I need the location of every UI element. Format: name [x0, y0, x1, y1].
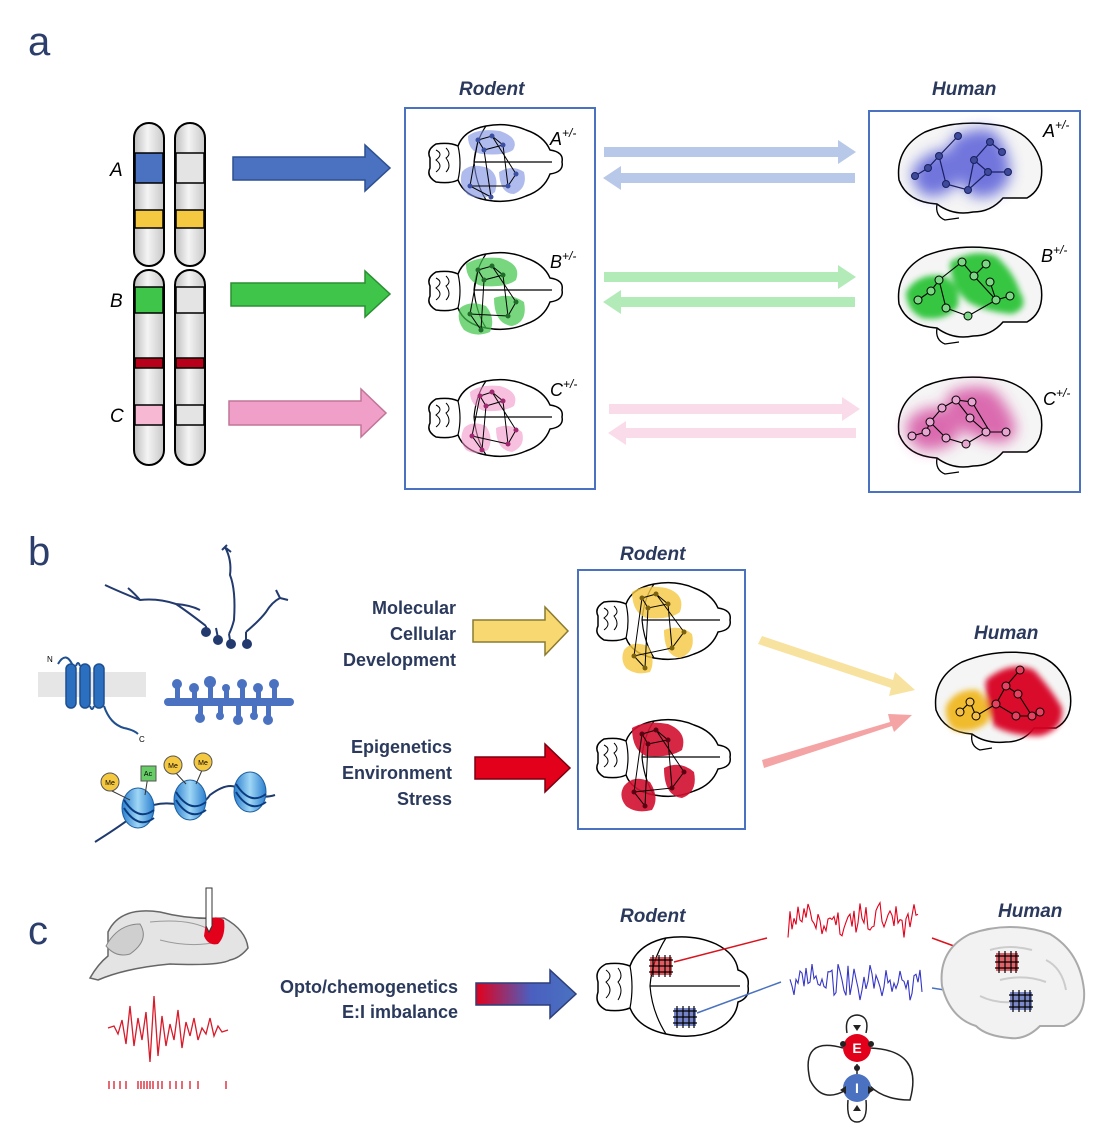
connector-blue: [696, 981, 782, 1014]
arrow-gene-b: [230, 269, 392, 319]
terminal-c-label: C: [139, 735, 145, 744]
chromosome-left: [133, 122, 165, 466]
method-label: E:I imbalance: [342, 1002, 458, 1022]
connector-red: [673, 937, 768, 963]
human-brain-c-panel: [940, 926, 1086, 1040]
factor-label: Epigenetics: [351, 737, 452, 757]
rodent-title-a: Rodent: [459, 79, 525, 100]
rodent-title-b: Rodent: [620, 544, 686, 565]
histone-mark-label: Me: [168, 763, 178, 770]
arrow-ei-imbalance: [475, 968, 578, 1020]
human-title-c: Human: [998, 901, 1062, 922]
electrode-icon: [205, 887, 213, 934]
electrode-grid-human-top: [995, 951, 1019, 973]
rodent-brain-c: [428, 378, 563, 458]
factor-labels-bottom: Epigenetics Environment Stress: [342, 737, 452, 809]
human-brain-c: [897, 376, 1043, 475]
membrane-band: [38, 672, 146, 697]
factor-labels-top: Molecular Cellular Development: [343, 598, 456, 670]
human-brain-b-panel: [934, 651, 1072, 751]
electrode-grid-human-bottom: [1009, 990, 1033, 1012]
arrow-gene-a: [232, 143, 392, 193]
inhibitory-trace: [789, 964, 923, 1001]
rodent-genotype-a: A+/-: [549, 126, 576, 149]
nucleosome: [121, 787, 155, 829]
rodent-genotype-c: C+/-: [550, 377, 577, 400]
nucleosome: [233, 771, 267, 813]
panel-b: b N C: [28, 530, 1072, 843]
rodent-brain-a: [428, 123, 563, 203]
dendrite-spines: [164, 676, 294, 725]
panel-letter-b: b: [28, 530, 50, 574]
lfp-trace: [107, 995, 229, 1063]
membrane-protein: [57, 656, 139, 735]
nucleosome: [173, 779, 207, 821]
chromatin-illustration: Me Ac Me Me: [94, 752, 276, 843]
human-brain-b: [897, 246, 1043, 345]
factor-label: Environment: [342, 763, 452, 783]
excitatory-trace: [787, 900, 919, 938]
gene-band-c: [134, 404, 164, 426]
panel-a: a A B C: [28, 20, 1081, 493]
human-genotype-c: C+/-: [1043, 386, 1070, 409]
translation-arrows-a: [603, 140, 856, 190]
rodent-genotype-b: B+/-: [550, 249, 576, 272]
human-genotype-b: B+/-: [1041, 243, 1067, 266]
human-title-b: Human: [974, 623, 1038, 644]
acetyl-mark: [140, 765, 157, 782]
panel-letter-c: c: [28, 909, 48, 953]
gene-label-c: C: [110, 406, 124, 427]
spike-raster: [108, 1081, 227, 1089]
gene-label-a: A: [109, 160, 123, 181]
neuron-illustration: [104, 544, 289, 641]
translation-arrows-c: [608, 397, 860, 445]
panel-c: c Opto/chemogenetics E:I imbalance Roden…: [28, 887, 1086, 1123]
rodent-title-c: Rodent: [620, 906, 686, 927]
gene-band-a: [134, 152, 164, 184]
convergence-arrows: [758, 636, 915, 768]
factor-label: Cellular: [390, 624, 456, 644]
inhibitory-node: [843, 1074, 871, 1102]
electrode-grid-rodent-top: [649, 955, 673, 977]
methyl-mark: [193, 752, 213, 772]
rodent-frame-b: [577, 569, 746, 830]
gene-band-b: [134, 286, 164, 314]
translation-arrows-b: [603, 265, 856, 314]
panel-letter-a: a: [28, 20, 51, 64]
rodent-brain-yellow: [596, 581, 731, 674]
terminal-n-label: N: [47, 655, 53, 664]
excitatory-node-label: E: [852, 1040, 861, 1056]
rodent-brain-c-panel: [596, 936, 750, 1037]
electrode-grid-rodent-bottom: [673, 1006, 697, 1028]
histone-mark-label: Me: [198, 760, 208, 767]
factor-label: Stress: [397, 789, 452, 809]
human-frame-a: [868, 110, 1081, 493]
human-title-a: Human: [932, 79, 996, 100]
ei-circuit: E I: [807, 1014, 914, 1123]
method-label: Opto/chemogenetics: [280, 977, 458, 997]
chromosome-pair: A B C: [109, 122, 206, 466]
method-labels: Opto/chemogenetics E:I imbalance: [280, 977, 458, 1022]
inhibitory-node-label: I: [855, 1080, 859, 1096]
human-brain-a: [897, 122, 1043, 221]
factor-label: Development: [343, 650, 456, 670]
histone-mark-label: Ac: [144, 771, 153, 778]
human-genotype-a: A+/-: [1042, 118, 1069, 141]
factor-label: Molecular: [372, 598, 456, 618]
gene-label-b: B: [110, 291, 123, 312]
arrow-gene-c: [228, 387, 388, 439]
arrow-molecular: [472, 605, 570, 657]
methyl-mark: [163, 755, 183, 775]
chromosome-right: [174, 122, 206, 466]
rodent-brain-b: [428, 251, 563, 335]
histone-mark-label: Me: [105, 780, 115, 787]
synapse-boutons: [201, 627, 252, 649]
arrow-epigenetic: [474, 742, 572, 794]
methyl-mark: [100, 772, 120, 792]
rodent-frame-a: [404, 107, 596, 490]
sagittal-brain: [88, 887, 249, 981]
rodent-brain-red: [596, 718, 731, 812]
excitatory-node: [843, 1034, 871, 1062]
